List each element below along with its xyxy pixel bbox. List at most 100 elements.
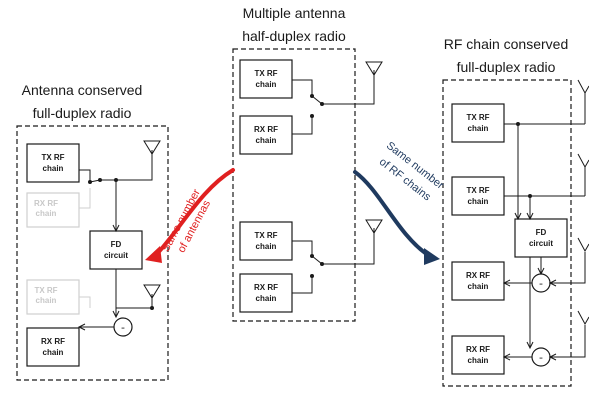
left-faded-wire — [79, 296, 91, 308]
left-radio: Antenna conserved full-duplex radio TX R… — [16, 82, 169, 381]
center-block-4-line2: chain — [256, 294, 277, 303]
center-switch-dot — [310, 274, 314, 278]
left-rx-chain-faded — [26, 192, 80, 228]
right-minus-sign-2: - — [539, 351, 543, 364]
left-title-line1: Antenna conserved — [22, 82, 143, 98]
blue-curved-arrow — [353, 170, 430, 257]
center-radio: Multiple antenna half-duplex radio TX RF… — [232, 5, 383, 322]
left-faded-wire — [79, 188, 91, 209]
right-tx-chain-2 — [451, 176, 505, 216]
center-block-1-line2: chain — [256, 80, 277, 89]
left-wire — [79, 169, 91, 182]
center-block-1-line1: TX RF — [254, 69, 277, 78]
right-rx-chain-2 — [451, 335, 505, 375]
center-rx-chain-1 — [239, 115, 293, 155]
left-junction-dot — [150, 306, 154, 310]
red-curved-arrow — [153, 168, 235, 258]
left-minus-sign: - — [121, 321, 125, 334]
left-tx-chain-faded — [26, 279, 80, 315]
center-wire — [292, 276, 313, 294]
left-block-3-line1: FD — [111, 240, 122, 249]
right-minus-sign-1: - — [539, 277, 543, 290]
red-arrowhead-icon — [145, 246, 162, 263]
arrowhead-icon — [502, 279, 511, 287]
center-block-3-line2: chain — [256, 242, 277, 251]
antenna-icon — [365, 219, 383, 234]
right-block-1-line1: TX RF — [466, 113, 489, 122]
right-block-4-line2: chain — [468, 282, 489, 291]
center-block-4-line1: RX RF — [254, 283, 278, 292]
antenna-icon — [577, 79, 589, 95]
right-radio: RF chain conserved full-duplex radio TX … — [442, 36, 589, 387]
center-tx-chain-2 — [239, 221, 293, 261]
arrowhead-icon — [112, 224, 120, 233]
left-block-2-line1: RX RF — [34, 199, 58, 208]
center-wire — [292, 79, 313, 96]
right-wire — [550, 325, 586, 358]
left-wire — [100, 150, 153, 181]
right-title-line2: full-duplex radio — [457, 59, 556, 75]
left-title-line2: full-duplex radio — [33, 105, 132, 121]
left-rx-chain — [26, 327, 80, 367]
right-title-line1: RF chain conserved — [444, 36, 569, 52]
right-block-1-line2: chain — [468, 124, 489, 133]
center-rx-chain-2 — [239, 273, 293, 313]
center-wire — [322, 228, 375, 265]
antenna-icon — [577, 310, 589, 326]
left-block-4-line2: chain — [36, 296, 57, 305]
right-block-5-line1: RX RF — [466, 345, 490, 354]
center-switch — [311, 255, 323, 265]
center-switch-dot — [310, 114, 314, 118]
left-transform-arrow: Same number of antennas — [145, 168, 235, 263]
center-block-3-line1: TX RF — [254, 231, 277, 240]
center-dashed-boundary — [232, 48, 356, 322]
right-transform-arrow: Same number of RF chains — [353, 140, 446, 265]
right-block-2-line2: chain — [468, 197, 489, 206]
left-wire — [116, 294, 153, 309]
center-wire — [292, 116, 313, 135]
antenna-icon — [577, 153, 589, 169]
center-block-2-line2: chain — [256, 136, 277, 145]
antenna-icon — [365, 61, 383, 76]
left-dashed-boundary — [16, 125, 169, 381]
left-block-5-line2: chain — [43, 348, 64, 357]
right-block-2-line1: TX RF — [466, 186, 489, 195]
arrowhead-icon — [526, 212, 534, 221]
center-switch — [311, 95, 323, 105]
right-block-4-line1: RX RF — [466, 271, 490, 280]
center-wire — [322, 70, 375, 105]
center-tx-chain-1 — [239, 59, 293, 99]
antenna-icon — [143, 284, 161, 299]
center-title-line1: Multiple antenna — [243, 5, 346, 21]
center-title-line2: half-duplex radio — [242, 28, 346, 44]
left-block-1-line1: TX RF — [41, 153, 64, 162]
left-block-4-line1: TX RF — [34, 286, 57, 295]
arrowhead-icon — [502, 353, 511, 361]
right-dashed-boundary — [442, 79, 572, 387]
center-wire — [292, 240, 313, 256]
arrowhead-icon — [548, 353, 557, 361]
right-fd-circuit — [514, 218, 568, 258]
left-block-3-line2: circuit — [104, 251, 128, 260]
arrowhead-icon — [514, 212, 522, 221]
right-block-3-line1: FD — [536, 228, 547, 237]
center-block-2-line1: RX RF — [254, 125, 278, 134]
antenna-icon — [143, 140, 161, 155]
left-block-5-line1: RX RF — [41, 337, 65, 346]
right-rx-chain-1 — [451, 261, 505, 301]
right-tx-chain-1 — [451, 103, 505, 143]
arrowhead-icon — [112, 310, 120, 319]
left-tx-chain — [26, 143, 80, 183]
left-block-2-line2: chain — [36, 209, 57, 218]
left-fd-circuit — [89, 230, 143, 270]
arrowhead-icon — [548, 279, 557, 287]
left-block-1-line2: chain — [43, 164, 64, 173]
arrowhead-icon — [77, 323, 86, 331]
right-wire — [550, 252, 586, 284]
right-block-3-line2: circuit — [529, 239, 553, 248]
right-block-5-line2: chain — [468, 356, 489, 365]
antenna-icon — [577, 237, 589, 253]
arrowhead-icon — [526, 341, 534, 350]
blue-arrowhead-icon — [424, 248, 440, 265]
